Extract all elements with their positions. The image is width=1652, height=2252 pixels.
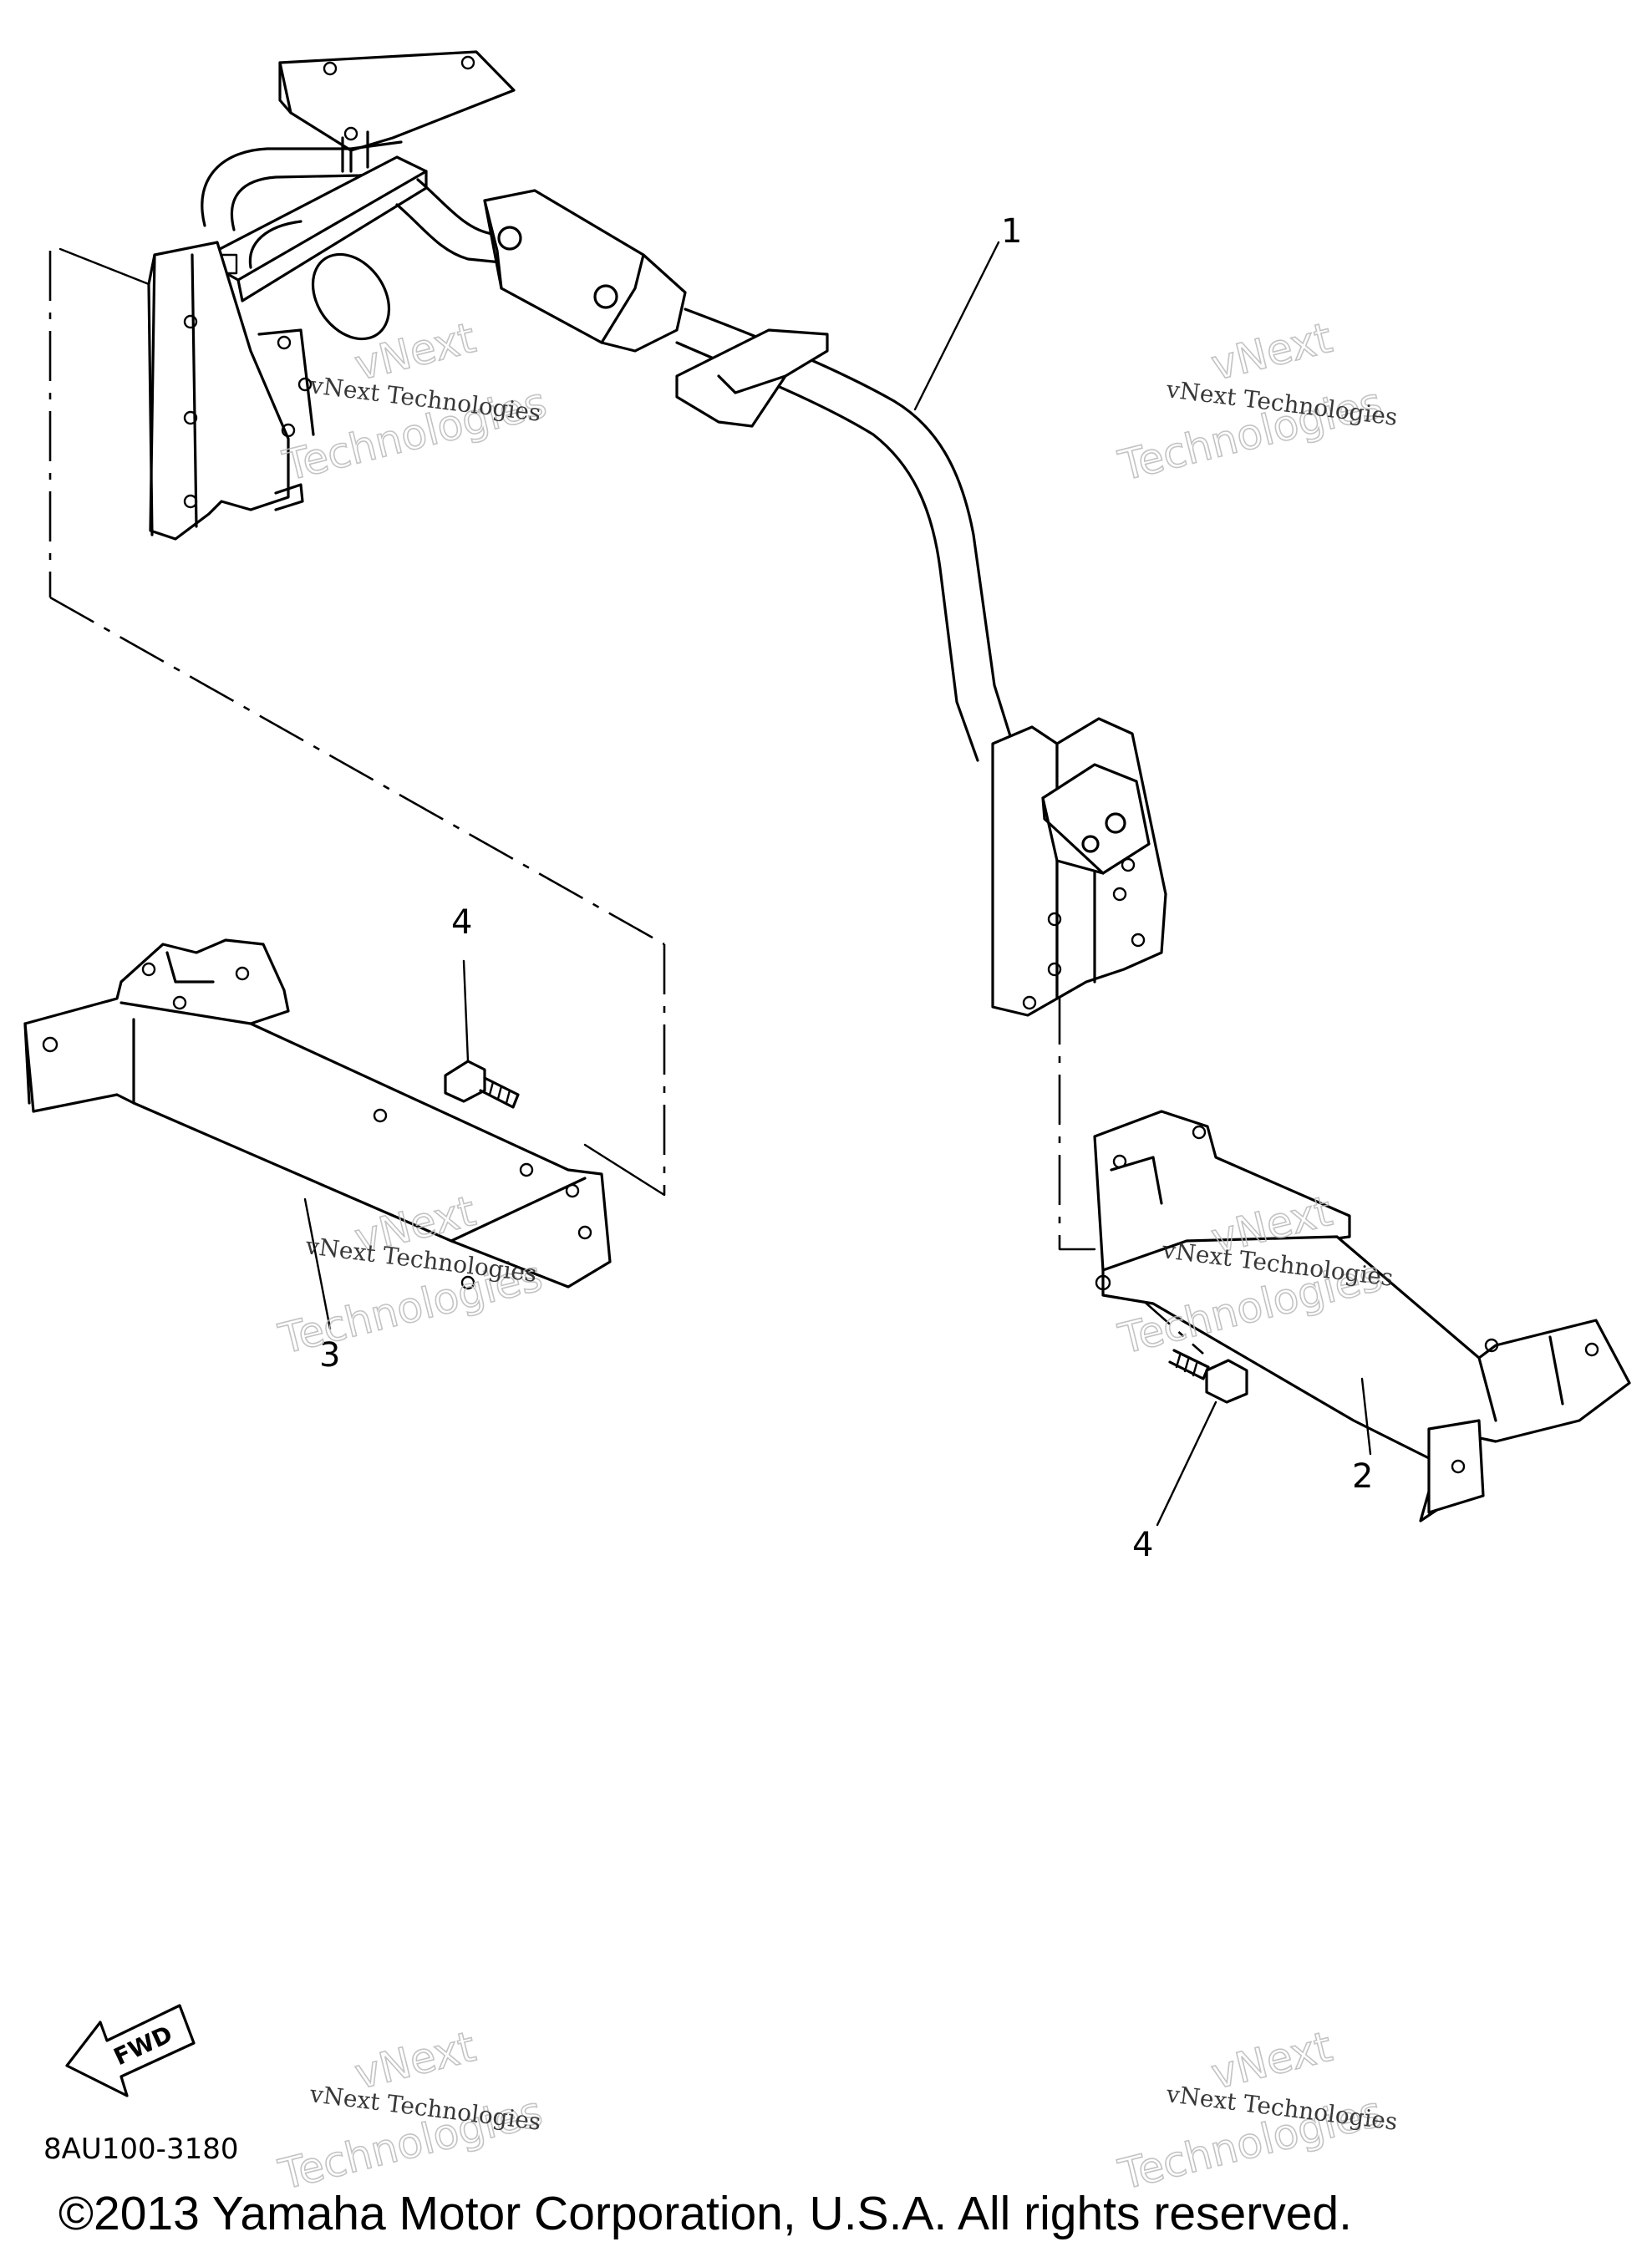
callout-1: 1	[1001, 212, 1022, 251]
callout-2: 2	[1352, 1457, 1373, 1496]
leader-lines	[303, 241, 1372, 1527]
right-bracket	[1093, 1110, 1631, 1523]
handle-bar-assembly	[147, 50, 1167, 1017]
bolt-right	[1168, 1349, 1248, 1404]
drawing-code: 8AU100-3180	[43, 2133, 238, 2166]
bolt-left	[444, 1060, 520, 1109]
copyright-notice: ©2013 Yamaha Motor Corporation, U.S.A. A…	[58, 2187, 1352, 2240]
fwd-label: FWD	[109, 2020, 176, 2071]
callouts: 1 2 3 4 4	[319, 212, 1373, 1564]
left-bracket	[23, 938, 612, 1290]
fwd-arrow: FWD	[65, 2004, 196, 2097]
watermark-large-line1: vNext	[1207, 313, 1337, 390]
callout-4-left: 4	[451, 903, 472, 942]
watermarks: vNext Technologies vNext Technologies vN…	[273, 313, 1399, 2199]
callout-3: 3	[319, 1336, 340, 1375]
callout-4-right: 4	[1132, 1526, 1153, 1564]
